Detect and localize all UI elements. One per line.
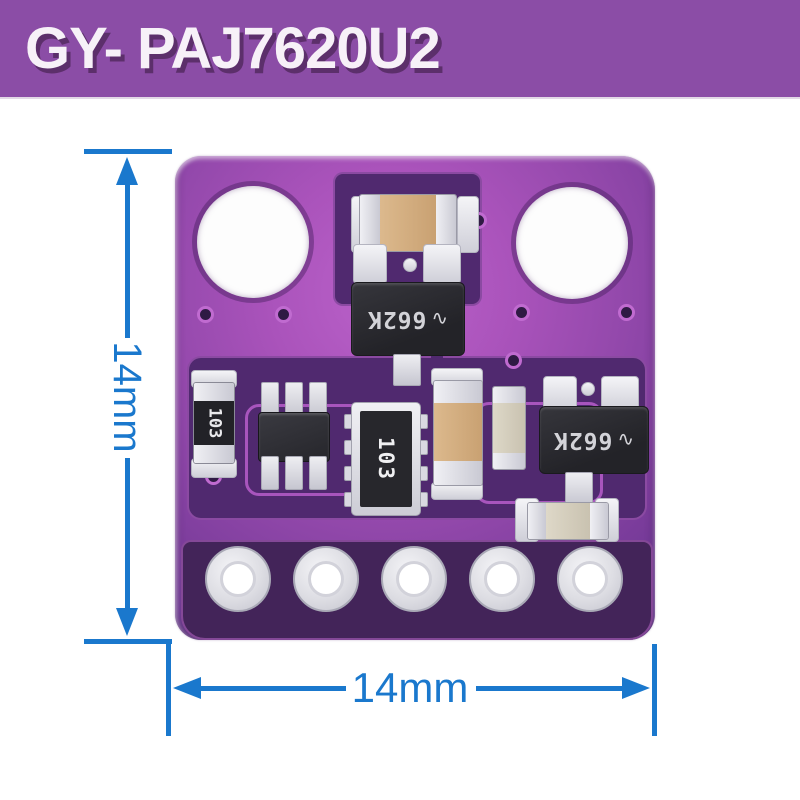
resistor-network: 103 xyxy=(351,402,421,516)
capacitor-terminal xyxy=(360,195,380,251)
pin-hole-bore xyxy=(396,561,432,597)
pin-hole xyxy=(381,546,447,612)
capacitor-terminal xyxy=(436,195,456,251)
ic-chip xyxy=(258,412,330,462)
dimension-cap-top xyxy=(84,149,172,154)
arrow-left-icon xyxy=(173,677,201,699)
pin-hole xyxy=(469,546,535,612)
dimension-line-upper xyxy=(125,182,130,338)
chip-pin xyxy=(393,354,421,386)
chip-marking: ∿ 662K xyxy=(553,427,634,453)
title-banner: GY- PAJ7620U2 xyxy=(0,0,800,99)
capacitor-top xyxy=(359,194,457,252)
resistor-marking: 103 xyxy=(204,407,224,439)
dimension-line-lower xyxy=(125,458,130,610)
via xyxy=(275,306,292,323)
resistor-network-marking: 103 xyxy=(374,437,398,481)
via xyxy=(505,352,522,369)
dimension-label-horizontal: 14mm xyxy=(351,664,469,711)
pin-hole-bore xyxy=(308,561,344,597)
ic-pin xyxy=(261,456,279,490)
via xyxy=(513,304,530,321)
capacitor-terminal xyxy=(434,381,482,403)
pin-hole-bore xyxy=(572,561,608,597)
chip-marking-text: 662K xyxy=(553,427,613,453)
solder-dot xyxy=(403,258,417,272)
chip-logo-icon: ∿ xyxy=(616,428,635,452)
dimension-line-left xyxy=(199,686,346,691)
capacitor-terminal xyxy=(493,453,525,469)
resistor-network-body: 103 xyxy=(360,411,412,507)
resistor-terminal xyxy=(194,383,234,401)
solder-pad xyxy=(353,244,387,284)
solder-pad xyxy=(423,244,461,284)
capacitor-body xyxy=(493,403,525,453)
capacitor-terminal xyxy=(590,503,608,539)
chip-pin xyxy=(565,472,593,506)
capacitor-small-vertical xyxy=(492,386,526,470)
capacitor-small-horizontal xyxy=(527,502,609,540)
chip-marking-text: 662K xyxy=(367,306,427,332)
pcb-board: ∿ 662K 103 103 xyxy=(175,156,655,640)
pin-hole-bore xyxy=(220,561,256,597)
via xyxy=(197,306,214,323)
arrow-up-icon xyxy=(116,157,138,185)
resistor-body: 103 xyxy=(194,401,234,445)
product-title: GY- PAJ7620U2 xyxy=(25,16,441,81)
arrow-down-icon xyxy=(116,608,138,636)
pin-hole xyxy=(557,546,623,612)
solder-dot xyxy=(581,382,595,396)
capacitor-terminal xyxy=(434,461,482,485)
chip-logo-icon: ∿ xyxy=(430,307,449,331)
arrow-right-icon xyxy=(622,677,650,699)
capacitor-body xyxy=(546,503,590,539)
regulator-chip-right: ∿ 662K xyxy=(539,406,649,474)
resistor-left: 103 xyxy=(193,382,235,464)
via xyxy=(618,304,635,321)
ic-pin xyxy=(309,456,327,490)
pin-hole xyxy=(293,546,359,612)
dimension-line-right xyxy=(476,686,623,691)
ic-pin xyxy=(285,456,303,490)
dimension-ext-right xyxy=(652,644,657,736)
dimension-label-vertical: 14mm xyxy=(105,341,149,453)
mounting-hole-right xyxy=(516,187,628,299)
capacitor-terminal xyxy=(493,387,525,403)
regulator-chip-top: ∿ 662K xyxy=(351,282,465,356)
capacitor-body xyxy=(434,403,482,461)
solder-pad xyxy=(457,196,479,253)
pin-hole xyxy=(205,546,271,612)
resistor-terminal xyxy=(194,445,234,463)
capacitor-body xyxy=(380,195,436,251)
capacitor-large xyxy=(433,380,483,486)
chip-marking: ∿ 662K xyxy=(367,306,448,332)
pin-hole-bore xyxy=(484,561,520,597)
dimension-cap-bottom xyxy=(84,639,172,644)
mounting-hole-left xyxy=(197,186,309,298)
capacitor-terminal xyxy=(528,503,546,539)
dimension-ext-left xyxy=(166,644,171,736)
